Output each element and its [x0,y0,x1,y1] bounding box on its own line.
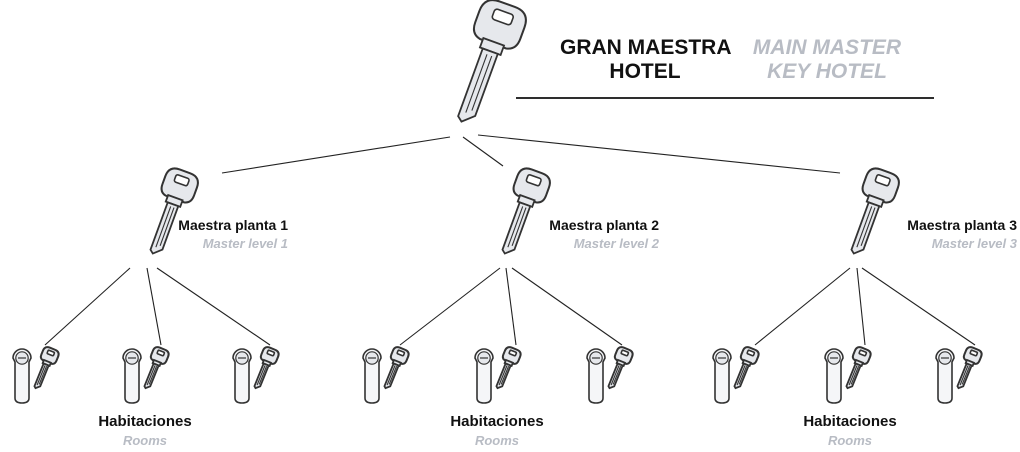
connector-line [477,134,841,174]
rooms-3-label-es: Habitaciones [803,413,897,430]
connector-line [462,136,504,167]
connector-line [861,267,976,346]
level-3-label-es: Maestra planta 3 [907,217,1017,233]
rooms-1-label-en: Rooms [122,433,168,448]
connector-line [44,267,131,346]
rooms-2-label-en: Rooms [474,433,520,448]
key-shapes [12,0,983,404]
master-level-2-key-icon [501,167,551,255]
connector-line [511,267,623,346]
lock-cylinder-icon [824,348,844,404]
connector-line [399,267,501,346]
title-en-line2: KEY HOTEL [767,60,887,83]
room-key-icon [495,346,522,390]
room-key-icon [607,346,634,390]
room-key-icon [845,346,872,390]
connector-line [505,267,517,346]
level-1-label-en: Master level 1 [202,236,288,251]
rooms-1-label-es: Habitaciones [98,413,192,430]
level-3-label-en: Master level 3 [931,236,1017,251]
master-level-3-key-icon [850,167,900,255]
level-2-label-en: Master level 2 [573,236,659,251]
room-key-icon [143,346,170,390]
connector-lines [44,134,976,346]
lock-cylinder-icon [586,348,606,404]
room-key-icon [956,346,983,390]
lock-cylinder-icon [122,348,142,404]
rooms-2-label-es: Habitaciones [450,413,544,430]
room-key-icon [33,346,60,390]
title-en-line1: MAIN MASTER [752,36,902,59]
lock-cylinder-icon [232,348,252,404]
title-es-line2: HOTEL [609,60,681,83]
level-1-label-es: Maestra planta 1 [178,217,288,233]
master-level-1-key-icon [149,167,199,255]
room-key-icon [383,346,410,390]
rooms-3-label-en: Rooms [827,433,873,448]
connector-line [221,136,451,174]
lock-cylinder-icon [712,348,732,404]
connector-line [754,267,851,346]
connector-line [146,267,162,346]
lock-cylinder-icon [474,348,494,404]
connector-line [856,267,866,346]
room-key-icon [733,346,760,390]
level-2-label-es: Maestra planta 2 [549,217,659,233]
main-master-key-icon [457,0,527,123]
title-es-line1: GRAN MAESTRA [560,36,732,59]
lock-cylinder-icon [12,348,32,404]
connector-line [156,267,271,346]
lock-cylinder-icon [935,348,955,404]
lock-cylinder-icon [362,348,382,404]
room-key-icon [253,346,280,390]
